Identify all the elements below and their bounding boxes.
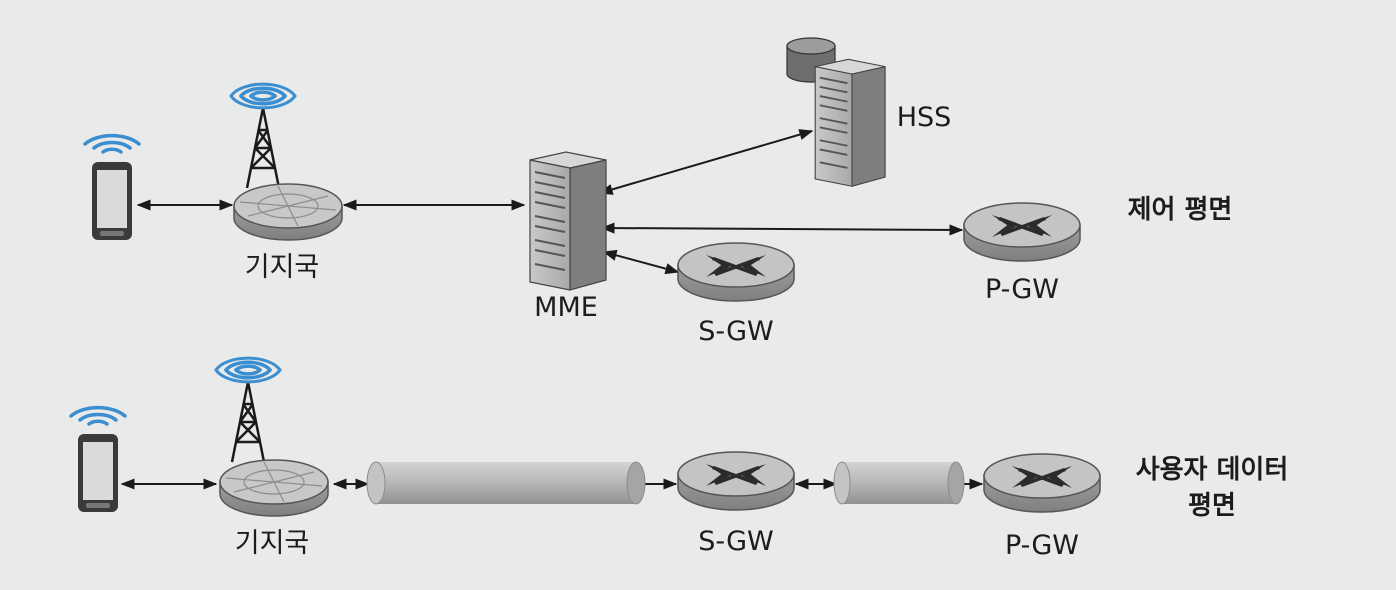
base-station-icon-2 xyxy=(219,459,329,517)
mme-label: MME xyxy=(534,292,598,323)
pgw-label-2: P-GW xyxy=(1005,530,1079,561)
cell-tower-icon-2 xyxy=(214,356,282,464)
hss-label: HSS xyxy=(897,102,952,133)
user-plane-title-line1: 사용자 데이터 xyxy=(1136,455,1289,485)
control-plane-title: 제어 평면 xyxy=(1128,195,1233,225)
sgw-label: S-GW xyxy=(698,316,774,347)
user-plane-title-line2: 평면 xyxy=(1188,491,1236,521)
mme-server-icon xyxy=(529,151,607,291)
hss-server-icon xyxy=(814,58,887,188)
pgw-router-icon xyxy=(963,202,1081,262)
base-station-icon xyxy=(233,183,343,241)
link-mme-hss xyxy=(598,129,814,195)
base-station-label: 기지국 xyxy=(245,252,320,283)
sgw-label-2: S-GW xyxy=(698,526,774,557)
gtp-tunnel-icon xyxy=(366,461,646,505)
link-mme-pgw xyxy=(600,222,964,236)
mobile-phone-icon-2 xyxy=(69,405,127,514)
cell-tower-icon xyxy=(229,82,297,190)
sgw-router-icon xyxy=(677,242,795,302)
pgw-router-icon-2 xyxy=(983,453,1101,513)
pgw-label: P-GW xyxy=(985,274,1059,305)
mobile-phone-icon xyxy=(83,133,141,242)
link-mme-sgw xyxy=(602,249,680,275)
gtp-tunnel-icon-2 xyxy=(833,461,965,505)
sgw-router-icon-2 xyxy=(677,451,795,511)
base-station-label-2: 기지국 xyxy=(235,528,310,559)
